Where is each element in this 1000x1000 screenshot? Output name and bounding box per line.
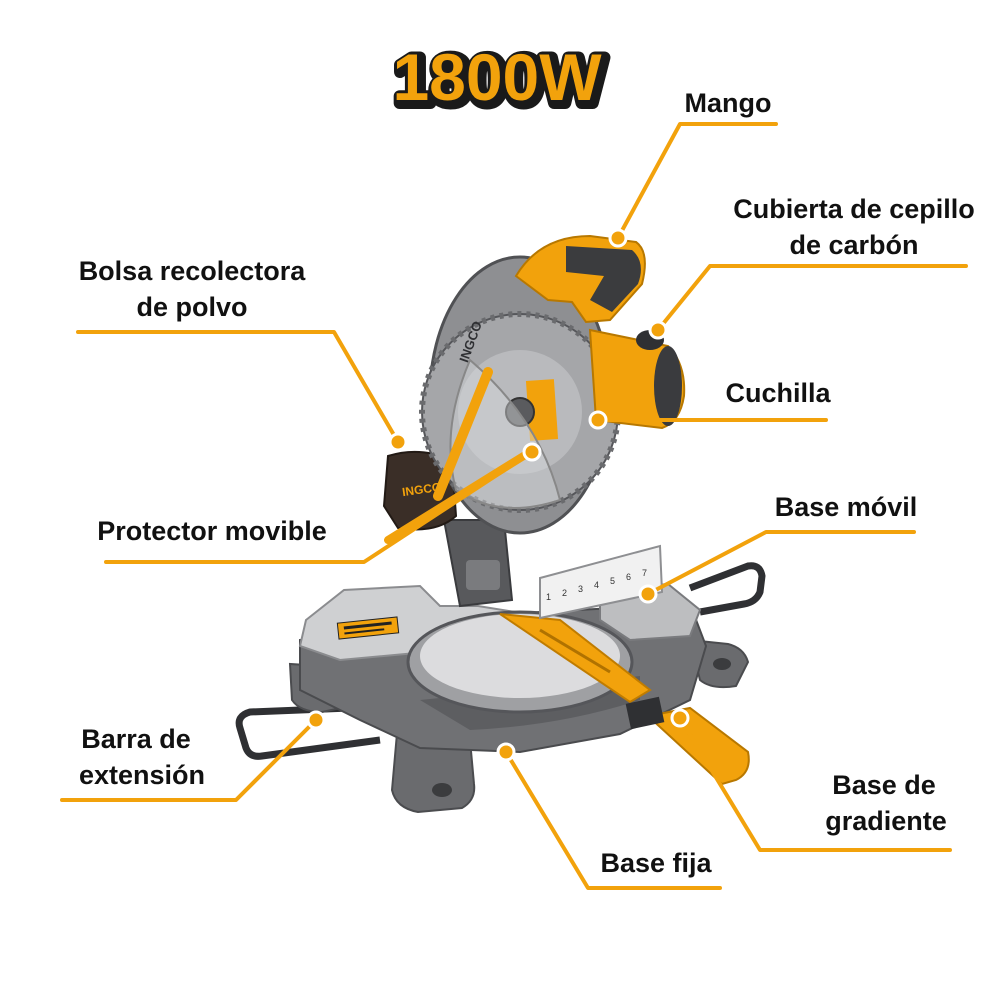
label-base-movil: Base móvil (775, 492, 918, 522)
dot-base-movil (638, 584, 658, 604)
leader-base-movil (646, 530, 916, 596)
label-barra-line1: Barra de (81, 724, 191, 754)
leader-cubierta (656, 264, 968, 332)
blade-label (525, 379, 559, 441)
leader-gradiente (678, 716, 952, 852)
scale-mark: 7 (642, 568, 647, 578)
dot-cubierta (648, 320, 668, 340)
dot-mango (608, 228, 628, 248)
foot-bolt-hole (713, 658, 731, 670)
callout-labels: Mango Cubierta de cepillo de carbón Bols… (79, 88, 975, 878)
pivot-bracket (466, 560, 500, 590)
label-base-fija: Base fija (600, 848, 712, 878)
label-bolsa-line1: Bolsa recolectora (79, 256, 307, 286)
dust-bag-logo: INGCO (401, 480, 442, 499)
warning-label-line (343, 621, 392, 630)
guard-linkage (433, 367, 493, 501)
label-cuchilla: Cuchilla (725, 378, 831, 408)
dot-gradiente (670, 708, 690, 728)
label-cubierta-line2: de carbón (789, 230, 918, 260)
label-barra-line2: extensión (79, 760, 205, 790)
leader-mango (616, 122, 778, 240)
miter-saw-illustration: 1 2 3 4 5 6 7 INGCO (235, 234, 766, 814)
dot-barra (306, 710, 326, 730)
dot-cuchilla (588, 410, 608, 430)
scale-mark: 2 (562, 588, 567, 598)
extension-bar-right (688, 562, 766, 616)
label-mango: Mango (685, 88, 772, 118)
label-bolsa-line2: de polvo (136, 292, 247, 322)
svg-text:1800W: 1800W (395, 43, 605, 117)
extension-bar-left (235, 704, 381, 760)
warning-label-line (344, 628, 385, 635)
scale-mark: 1 (546, 592, 551, 602)
scale-mark: 3 (578, 584, 583, 594)
dot-protector (522, 442, 542, 462)
dot-base-fija (496, 742, 516, 762)
dot-bolsa (388, 432, 408, 452)
bevel-scale (539, 544, 664, 620)
label-protector: Protector movible (97, 516, 327, 546)
leader-bolsa (76, 330, 400, 444)
scale-mark: 4 (594, 580, 599, 590)
power-rating-badge: 1800W 1800W (389, 37, 611, 123)
bevel-scale-marks: 1 2 3 4 5 6 7 (546, 568, 647, 602)
leader-base-fija (504, 750, 722, 890)
label-gradiente-line2: gradiente (825, 806, 947, 836)
scale-mark: 5 (610, 576, 615, 586)
handle-grip (566, 246, 641, 312)
leader-protector (104, 450, 534, 564)
gradient-lock (625, 696, 665, 730)
scale-mark: 6 (626, 572, 631, 582)
callout-leaders (60, 122, 968, 890)
leader-barra (60, 718, 318, 802)
kerf-slot (539, 628, 611, 674)
label-gradiente-line1: Base de (832, 770, 936, 800)
foot-bolt-hole (432, 783, 452, 797)
motor-end-cap (654, 346, 682, 426)
power-rating-text: 1800W (392, 40, 602, 114)
label-cubierta-line1: Cubierta de cepillo (733, 194, 975, 224)
